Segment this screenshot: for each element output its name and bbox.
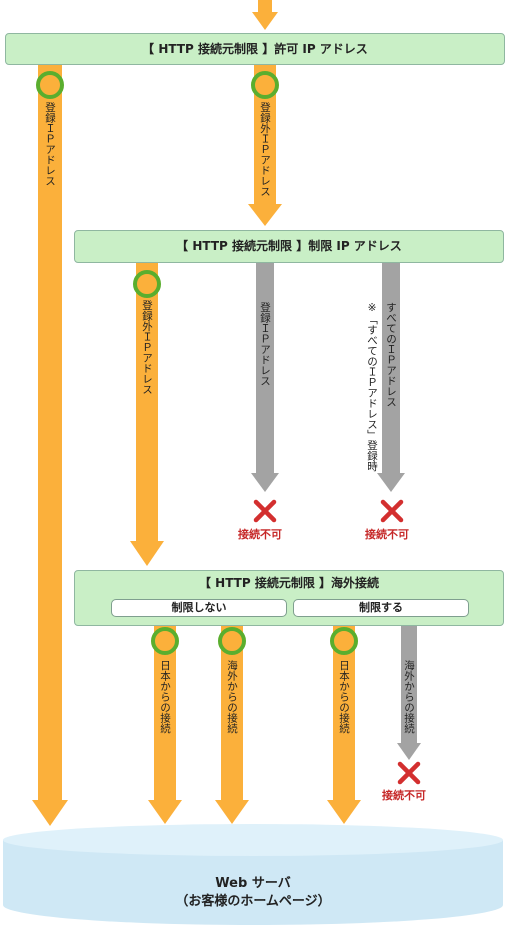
ok-ring-icon [218, 627, 246, 655]
server-description: （お客様のホームページ） [175, 894, 331, 909]
label-all-ip: すべてのＩＰアドレス [385, 302, 397, 407]
restrict-ip-title: 【 HTTP 接続元制限 】制限 IP アドレス [176, 239, 402, 253]
arrow-entry [252, 0, 278, 30]
arrow-from-overseas-denied [397, 625, 421, 760]
arrow-from-overseas-1 [215, 625, 249, 824]
cross-icon [380, 499, 404, 523]
arrow-non-registered-ip [248, 64, 282, 226]
label-from-japan-1: 日本からの接続 [159, 660, 171, 734]
ok-ring-icon [330, 627, 358, 655]
no-restrict-option: 制限しない [111, 599, 287, 617]
arrow-registered-ip-denied [251, 263, 279, 492]
allowed-arrows [32, 0, 361, 826]
deny-marks [253, 499, 421, 785]
arrow-registered-ip [32, 64, 68, 826]
label-all-ip-note: ※「すべてのＩＰアドレス」登録時 [366, 302, 378, 472]
label-non-registered-ip-2: 登録外ＩＰアドレス [141, 300, 153, 395]
label-from-overseas-1: 海外からの接続 [226, 660, 238, 734]
overseas-box: 【 HTTP 接続元制限 】海外接続 制限しない 制限する [74, 570, 504, 626]
denied-arrows [251, 263, 421, 760]
ok-rings [36, 71, 358, 655]
denied-result-3: 接続不可 [382, 789, 426, 802]
label-registered-ip: 登録ＩＰアドレス [44, 102, 56, 186]
allow-ip-box: 【 HTTP 接続元制限 】許可 IP アドレス [5, 33, 505, 65]
denied-result-2: 接続不可 [365, 528, 409, 541]
allow-ip-title: 【 HTTP 接続元制限 】許可 IP アドレス [142, 42, 368, 56]
restrict-option: 制限する [293, 599, 469, 617]
arrow-non-registered-ip-2 [130, 263, 164, 566]
cross-icon [253, 499, 277, 523]
label-registered-ip-denied: 登録ＩＰアドレス [259, 302, 271, 386]
server-name: Web サーバ [215, 876, 291, 891]
label-non-registered-ip: 登録外ＩＰアドレス [259, 102, 271, 197]
ok-ring-icon [133, 270, 161, 298]
ok-ring-icon [151, 627, 179, 655]
restrict-ip-box: 【 HTTP 接続元制限 】制限 IP アドレス [74, 230, 504, 263]
ok-ring-icon [36, 71, 64, 99]
ok-ring-icon [251, 71, 279, 99]
cross-icon [397, 761, 421, 785]
label-from-overseas-denied: 海外からの接続 [403, 660, 415, 734]
arrow-all-ip [377, 263, 405, 492]
overseas-title: 【 HTTP 接続元制限 】海外接続 [198, 576, 380, 590]
web-server-cylinder [3, 824, 503, 925]
arrow-from-japan-2 [327, 625, 361, 824]
arrow-from-japan-1 [148, 625, 182, 824]
label-from-japan-2: 日本からの接続 [338, 660, 350, 734]
denied-result-1: 接続不可 [238, 528, 282, 541]
